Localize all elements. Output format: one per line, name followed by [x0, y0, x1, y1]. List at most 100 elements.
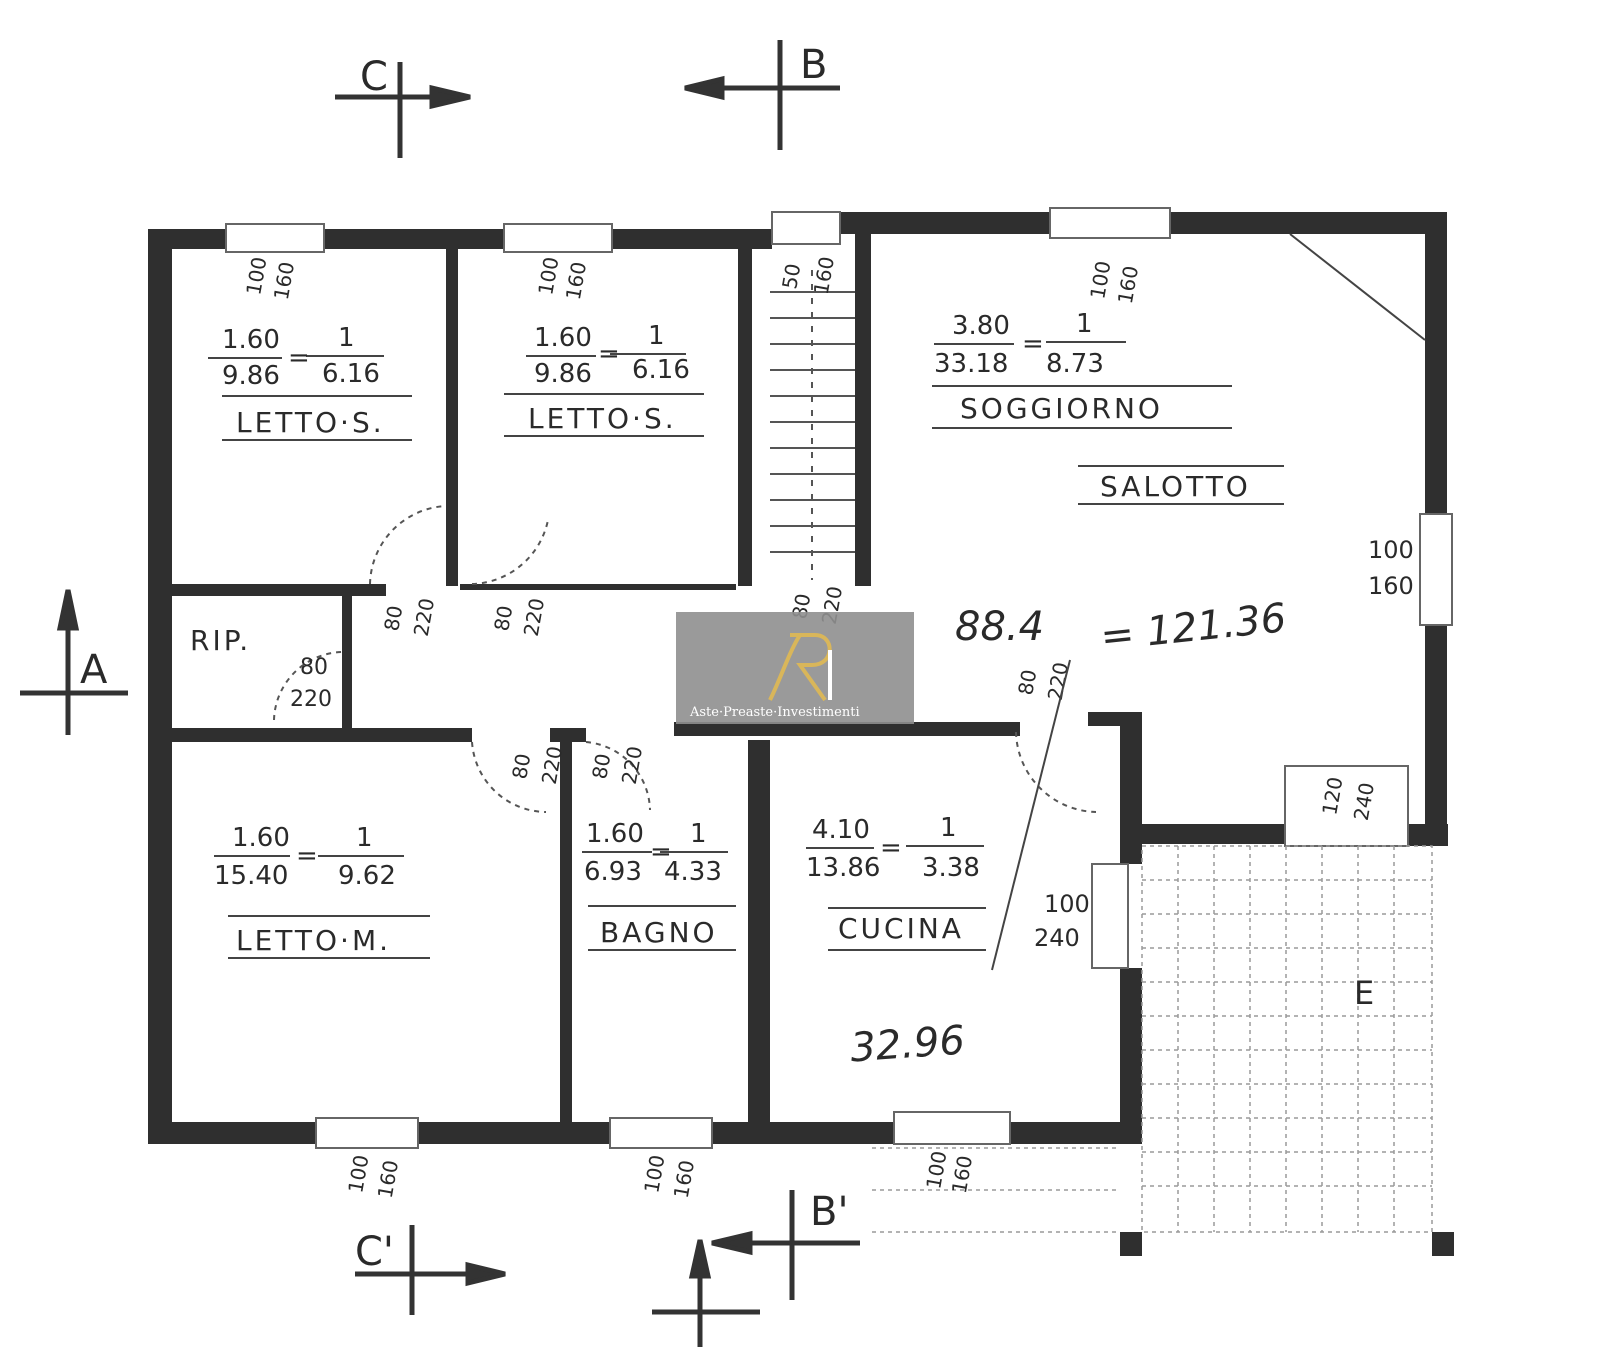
cucina-area: 13.86: [806, 853, 880, 883]
cucina-ratio-one: 1: [940, 813, 957, 843]
letto-m-ratio-one: 1: [356, 823, 373, 853]
watermark: Aste·Preaste·Investimenti: [676, 612, 914, 724]
bagno-area: 6.93: [584, 857, 642, 887]
letto-s2-name: LETTO·S.: [528, 402, 677, 435]
letto-m-name: LETTO·M.: [236, 924, 391, 957]
bagno-name: BAGNO: [600, 916, 718, 949]
svg-text:100: 100: [343, 1153, 373, 1195]
section-label-b: B: [800, 42, 827, 88]
bagno-equals: =: [650, 837, 672, 867]
svg-text:160: 160: [669, 1158, 699, 1200]
letto-s1-ratio-den: 6.16: [322, 359, 380, 389]
note-sum-left: 88.4: [955, 604, 1044, 650]
letto-s2-area: 9.86: [534, 359, 592, 389]
note-sum-right: = 121.36: [1098, 595, 1288, 660]
watermark-logo-icon: [768, 633, 832, 702]
room-letto-s1: 1.60 1 9.86 6.16 = LETTO·S.: [222, 323, 385, 439]
soggiorno-equals: =: [1022, 329, 1044, 359]
svg-text:80: 80: [507, 752, 535, 781]
section-label-c-prime: C': [355, 1229, 394, 1275]
section-label-a: A: [80, 647, 108, 693]
letto-m-equals: =: [296, 841, 318, 871]
svg-text:100: 100: [1368, 536, 1414, 564]
letto-s1-name: LETTO·S.: [236, 406, 385, 439]
room-cucina: 4.10 1 13.86 3.38 = CUCINA: [806, 813, 980, 945]
letto-s2-ratio-num: 1.60: [534, 323, 592, 353]
svg-text:80: 80: [1013, 668, 1041, 697]
svg-text:160: 160: [1113, 264, 1143, 306]
exterior-walls: [148, 212, 1454, 1256]
svg-text:220: 220: [409, 596, 439, 638]
section-marker-bottom-extra: [652, 1239, 760, 1347]
svg-text:80: 80: [587, 752, 615, 781]
svg-text:160: 160: [561, 260, 591, 302]
section-marker-c-bottom: C': [355, 1225, 506, 1315]
ripostiglio-name: RIP.: [190, 624, 251, 657]
svg-text:100: 100: [241, 255, 271, 297]
watermark-brand: Aste·Preaste·Investimenti: [689, 705, 860, 720]
letto-m-area: 15.40: [214, 861, 288, 891]
window-frames: [225, 207, 1453, 1149]
soggiorno-ratio-den: 8.73: [1046, 349, 1104, 379]
letto-m-ratio-den: 9.62: [338, 861, 396, 891]
soggiorno-ratio-one: 1: [1076, 309, 1093, 339]
room-letto-s2: 1.60 1 9.86 6.16 = LETTO·S.: [528, 321, 690, 435]
terrace-paving: [872, 845, 1433, 1233]
bagno-ratio-num: 1.60: [586, 819, 644, 849]
svg-text:100: 100: [533, 255, 563, 297]
svg-text:100: 100: [1085, 259, 1115, 301]
section-label-c: C: [360, 54, 388, 100]
cucina-ratio-den: 3.38: [922, 853, 980, 883]
interior-walls: [172, 229, 1142, 1122]
letto-s1-equals: =: [288, 343, 310, 373]
room-ripostiglio: RIP.: [190, 624, 251, 657]
letto-s1-ratio-num: 1.60: [222, 325, 280, 355]
room-soggiorno: 3.80 1 33.18 8.73 = SOGGIORNO SALOTTO: [934, 309, 1251, 503]
label-underlines: [208, 233, 1426, 959]
soggiorno-name: SOGGIORNO: [960, 392, 1163, 425]
section-marker-b-top: B: [684, 40, 840, 150]
svg-text:220: 220: [290, 687, 332, 712]
soggiorno-ratio-num: 3.80: [952, 311, 1010, 341]
salotto-name: SALOTTO: [1100, 470, 1251, 503]
cucina-equals: =: [880, 833, 902, 863]
room-bagno: 1.60 1 6.93 4.33 = BAGNO: [584, 819, 722, 949]
soggiorno-area: 33.18: [934, 349, 1008, 379]
cucina-ratio-num: 4.10: [812, 815, 870, 845]
bagno-ratio-one: 1: [690, 819, 707, 849]
door-swings: [273, 505, 1097, 813]
svg-text:160: 160: [373, 1158, 403, 1200]
svg-text:100: 100: [639, 1153, 669, 1195]
note-cucina: 32.96: [849, 1018, 966, 1072]
svg-text:100: 100: [921, 1149, 951, 1191]
svg-text:80: 80: [300, 655, 328, 680]
section-marker-c-top: C: [335, 54, 471, 158]
svg-text:160: 160: [269, 260, 299, 302]
section-label-e: E: [1354, 974, 1374, 1012]
letto-s2-equals: =: [598, 339, 620, 369]
bagno-ratio-den: 4.33: [664, 857, 722, 887]
letto-m-ratio-num: 1.60: [232, 823, 290, 853]
svg-text:220: 220: [519, 596, 549, 638]
svg-text:50: 50: [777, 262, 805, 291]
svg-text:240: 240: [1034, 924, 1080, 952]
section-marker-b-bottom: B': [711, 1189, 860, 1300]
svg-text:100: 100: [1044, 890, 1090, 918]
letto-s1-ratio-one: 1: [338, 323, 355, 353]
letto-s1-area: 9.86: [222, 361, 280, 391]
